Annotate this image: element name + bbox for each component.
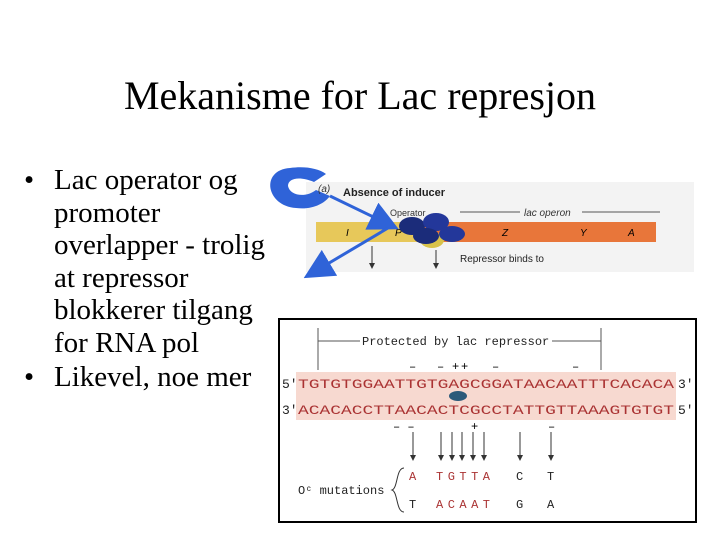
operator-label: Operator: [390, 208, 426, 218]
mutation-base: C: [516, 470, 523, 484]
repressor-shape-icon: [270, 167, 330, 209]
mutation-base: A: [409, 470, 417, 484]
bullet-dot-icon: •: [24, 164, 35, 196]
sequence-shading: [296, 372, 676, 420]
strand-end: 5': [282, 377, 298, 392]
mutation-base: A: [547, 498, 555, 512]
sign-mark: – –: [393, 420, 415, 434]
bullet-text: Lac operator og promoter overlapper - tr…: [54, 164, 265, 359]
gene-label: A: [627, 228, 635, 239]
strand-end: 3': [282, 403, 298, 418]
sign-mark: +: [461, 360, 468, 374]
gene-y: [550, 222, 610, 242]
mutation-brace-icon: [390, 467, 405, 513]
bullet-item: • Likevel, noe mer: [24, 361, 274, 394]
top-strand-sequence: TGTGTGGAATTGTGAGCGGATAACAATTTCACACA: [298, 377, 674, 392]
mutation-base: ACAAT: [436, 498, 490, 512]
bullet-item: • Lac operator og promoter overlapper - …: [24, 164, 274, 359]
pointer-arrow-icon: [329, 194, 399, 230]
panel-heading: Absence of inducer: [343, 187, 446, 199]
gene-i: [316, 222, 380, 242]
strand-end: 3': [678, 377, 694, 392]
repressor-subunit: [439, 226, 465, 242]
repressor-subunit: [423, 213, 449, 231]
gene-a: [610, 222, 656, 242]
sign-mark: –: [548, 420, 555, 434]
mutation-base: TGTTA: [436, 470, 491, 484]
sign-mark: –: [409, 360, 416, 374]
repressor-caption: Repressor binds to: [460, 254, 544, 265]
sign-mark: –: [492, 360, 499, 374]
sequence-panel: [278, 318, 697, 523]
bullet-dot-icon: •: [24, 361, 35, 393]
strand-end: 5': [678, 403, 694, 418]
gene-label: Y: [580, 228, 588, 239]
gene-label: I: [346, 228, 349, 239]
protected-label: Protected by lac repressor: [362, 335, 549, 349]
bottom-strand-sequence: ACACACCTTAACACTCGCCTATTGTTAAAGTGTGT: [298, 403, 674, 418]
gene-label: Z: [501, 228, 509, 239]
panel-label: (a): [318, 184, 330, 195]
sign-mark: +: [471, 420, 478, 434]
operon-label: lac operon: [524, 208, 571, 219]
mutation-base: T: [547, 470, 554, 484]
slide-title: Mekanisme for Lac represjon: [123, 73, 597, 118]
mutation-arrows: [410, 432, 554, 461]
sign-mark: +: [452, 360, 459, 374]
mutations-label: Oᶜ mutations: [298, 484, 384, 498]
mutation-base: G: [516, 498, 523, 512]
bullet-list: • Lac operator og promoter overlapper - …: [24, 164, 274, 396]
gene-label: P: [395, 228, 402, 239]
mutation-base: T: [409, 498, 416, 512]
repressor-subunit: [413, 228, 439, 244]
pointer-arrow-icon: [303, 226, 389, 279]
sign-mark: –: [437, 360, 444, 374]
sign-mark: –: [572, 360, 579, 374]
bullet-text: Likevel, noe mer: [54, 361, 252, 393]
binding-site-marker: [449, 391, 467, 401]
